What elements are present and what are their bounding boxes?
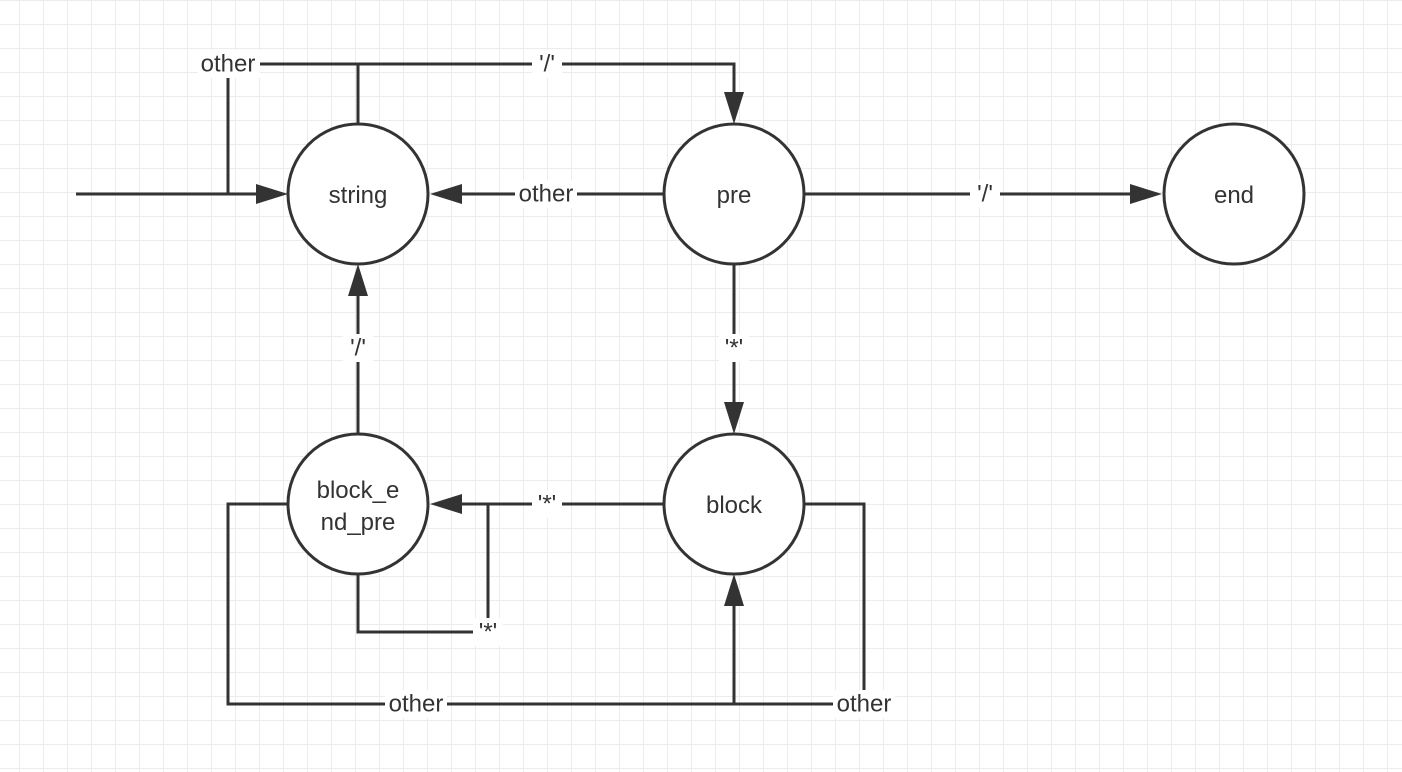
label-block-end-pre-self-bg: [473, 618, 503, 646]
edge-pre-to-block-arrowhead: [724, 402, 744, 434]
edge-string-self: [226, 62, 360, 194]
label-block-end-pre-self-text: '*': [479, 618, 498, 645]
label-string-to-pre-bg: [532, 50, 562, 78]
state-pre-circle: [662, 122, 806, 266]
edge-block-end-pre-to-block: [226, 502, 736, 706]
label-pre-to-end-text: '/': [977, 180, 993, 207]
label-string-to-pre-text: '/': [539, 50, 555, 77]
label-block-to-block-end-pre-bg: [532, 490, 562, 518]
state-block-circle: [662, 432, 806, 576]
edge-block-end-pre-to-block-arrowhead: [724, 574, 744, 606]
edge-string-to-pre-arrowhead: [724, 92, 744, 124]
label-block-to-block-end-pre-text: '*': [538, 490, 557, 517]
label-block-self: other: [833, 690, 895, 718]
label-pre-to-block: '*': [719, 334, 749, 362]
state-block-end-pre-circle: [286, 432, 430, 576]
label-pre-to-string-bg: [515, 180, 577, 208]
label-block-end-pre-to-block-bg: [385, 690, 447, 718]
label-block-end-pre-to-block: other: [385, 690, 447, 718]
edge-block-self: [734, 502, 866, 706]
state-end-circle: [1162, 122, 1306, 266]
state-pre-label: pre: [717, 182, 752, 209]
label-block-end-pre-to-block-text: other: [389, 690, 444, 717]
edge-block-to-block-end-pre-arrowhead: [430, 494, 462, 514]
state-string-circle: [286, 122, 430, 266]
label-string-self-text: other: [201, 50, 256, 77]
state-end-label: end: [1214, 182, 1254, 209]
edge-block-end-pre-to-string-arrowhead: [348, 264, 368, 296]
initial-arrowhead: [256, 184, 288, 204]
state-block-end-pre-label-line2: nd_pre: [321, 509, 396, 536]
state-pre[interactable]: pre: [662, 122, 806, 266]
edge-pre-to-end-arrowhead: [1130, 184, 1162, 204]
state-block-end-pre[interactable]: block_e nd_pre: [286, 432, 430, 576]
label-string-to-pre: '/': [532, 50, 562, 78]
label-string-self-bg: [198, 50, 260, 78]
label-pre-to-block-text: '*': [725, 334, 744, 361]
state-block-label: block: [706, 492, 763, 519]
label-string-self: other: [198, 50, 260, 78]
state-end[interactable]: end: [1162, 122, 1306, 266]
edge-block-end-pre-self: [356, 504, 490, 634]
state-block[interactable]: block: [662, 432, 806, 576]
label-block-to-block-end-pre: '*': [532, 490, 562, 518]
edge-pre-to-string-arrowhead: [430, 184, 462, 204]
label-block-end-pre-to-string-text: '/': [350, 334, 366, 361]
label-pre-to-string-text: other: [519, 180, 574, 207]
label-pre-to-block-bg: [719, 334, 749, 362]
state-block-end-pre-label-line1: block_e: [317, 477, 400, 504]
label-pre-to-end: '/': [970, 180, 1000, 208]
label-block-self-text: other: [837, 690, 892, 717]
label-block-end-pre-to-string: '/': [343, 334, 373, 362]
label-block-end-pre-to-string-bg: [343, 334, 373, 362]
state-string[interactable]: string: [286, 122, 430, 266]
state-string-label: string: [329, 182, 388, 209]
label-pre-to-string: other: [515, 180, 577, 208]
label-block-end-pre-self: '*': [473, 618, 503, 646]
label-block-self-bg: [833, 690, 895, 718]
label-pre-to-end-bg: [970, 180, 1000, 208]
